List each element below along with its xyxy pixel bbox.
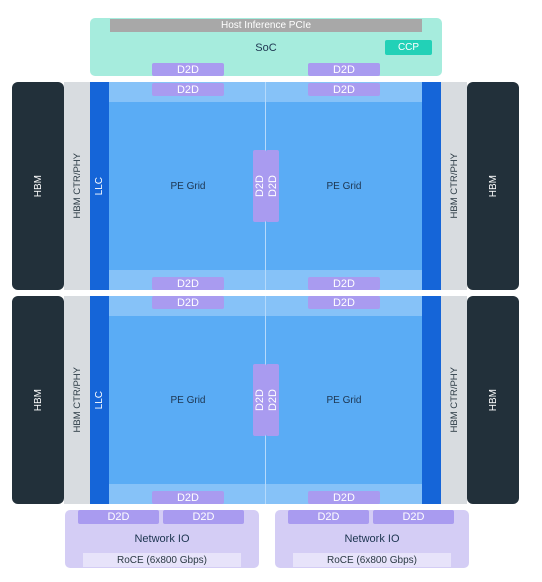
d2d-mid-a-2: D2D [253, 364, 266, 436]
llc-right-1 [422, 82, 441, 290]
d2d-mid-b-2-label: D2D [266, 388, 279, 411]
network-io-left: D2D D2D Network IO RoCE (6x800 Gbps) [65, 510, 259, 568]
soc-d2d-right: D2D [308, 63, 380, 76]
network-right-roce: RoCE (6x800 Gbps) [293, 553, 451, 567]
d2d-bottom-left-1: D2D [152, 277, 224, 290]
d2d-top-right-1: D2D [308, 83, 380, 96]
d2d-bottom-left-2: D2D [152, 491, 224, 504]
pe-grid-right-2: PE Grid [326, 394, 362, 406]
llc-left-1-label: LLC [94, 176, 105, 196]
pe-grid-left-2: PE Grid [170, 394, 206, 406]
d2d-top-right-2: D2D [308, 296, 380, 309]
network-left-d2d-1: D2D [78, 510, 159, 524]
pcie-bar: Host Inference PCIe [110, 19, 422, 32]
hbm-phy-right-2-label: HBM CTR/PHY [448, 367, 460, 433]
d2d-mid-b-2: D2D [266, 364, 279, 436]
hbm-phy-right-1: HBM CTR/PHY [441, 82, 467, 290]
d2d-bottom-right-2: D2D [308, 491, 380, 504]
d2d-mid-b-1-label: D2D [266, 174, 279, 197]
network-left-label: Network IO [134, 533, 190, 545]
pcie-label: Host Inference PCIe [220, 20, 312, 31]
hbm-phy-left-2: HBM CTR/PHY [64, 296, 90, 504]
pe-grid-left-1: PE Grid [170, 180, 206, 192]
soc-d2d-left: D2D [152, 63, 224, 76]
network-right-d2d-2: D2D [373, 510, 454, 524]
hbm-right-2: HBM [467, 296, 519, 504]
hbm-left-2-label: HBM [32, 388, 44, 412]
network-left-roce: RoCE (6x800 Gbps) [83, 553, 241, 567]
d2d-mid-a-2-label: D2D [253, 388, 266, 411]
d2d-mid-b-1: D2D [266, 150, 279, 222]
hbm-phy-right-1-label: HBM CTR/PHY [448, 153, 460, 219]
d2d-mid-a-1-label: D2D [253, 174, 266, 197]
hbm-right-1-label: HBM [487, 174, 499, 198]
hbm-phy-left-2-label: HBM CTR/PHY [71, 367, 83, 433]
d2d-top-left-1: D2D [152, 83, 224, 96]
ccp-block: CCP [385, 40, 432, 55]
hbm-phy-left-1: HBM CTR/PHY [64, 82, 90, 290]
d2d-mid-a-1: D2D [253, 150, 266, 222]
d2d-top-left-2: D2D [152, 296, 224, 309]
hbm-left-1-label: HBM [32, 174, 44, 198]
hbm-phy-right-2: HBM CTR/PHY [441, 296, 467, 504]
llc-right-2 [422, 296, 441, 504]
d2d-bottom-right-1: D2D [308, 277, 380, 290]
network-right-label: Network IO [344, 533, 400, 545]
pe-grid-right-1: PE Grid [326, 180, 362, 192]
llc-left-1: LLC [90, 82, 109, 290]
network-right-d2d-1: D2D [288, 510, 369, 524]
hbm-left-2: HBM [12, 296, 64, 504]
network-io-right: D2D D2D Network IO RoCE (6x800 Gbps) [275, 510, 469, 568]
soc-label: SoC [255, 42, 277, 54]
llc-left-2: LLC [90, 296, 109, 504]
hbm-right-1: HBM [467, 82, 519, 290]
hbm-phy-left-1-label: HBM CTR/PHY [71, 153, 83, 219]
hbm-left-1: HBM [12, 82, 64, 290]
llc-left-2-label: LLC [94, 390, 105, 410]
hbm-right-2-label: HBM [487, 388, 499, 412]
network-left-d2d-2: D2D [163, 510, 244, 524]
